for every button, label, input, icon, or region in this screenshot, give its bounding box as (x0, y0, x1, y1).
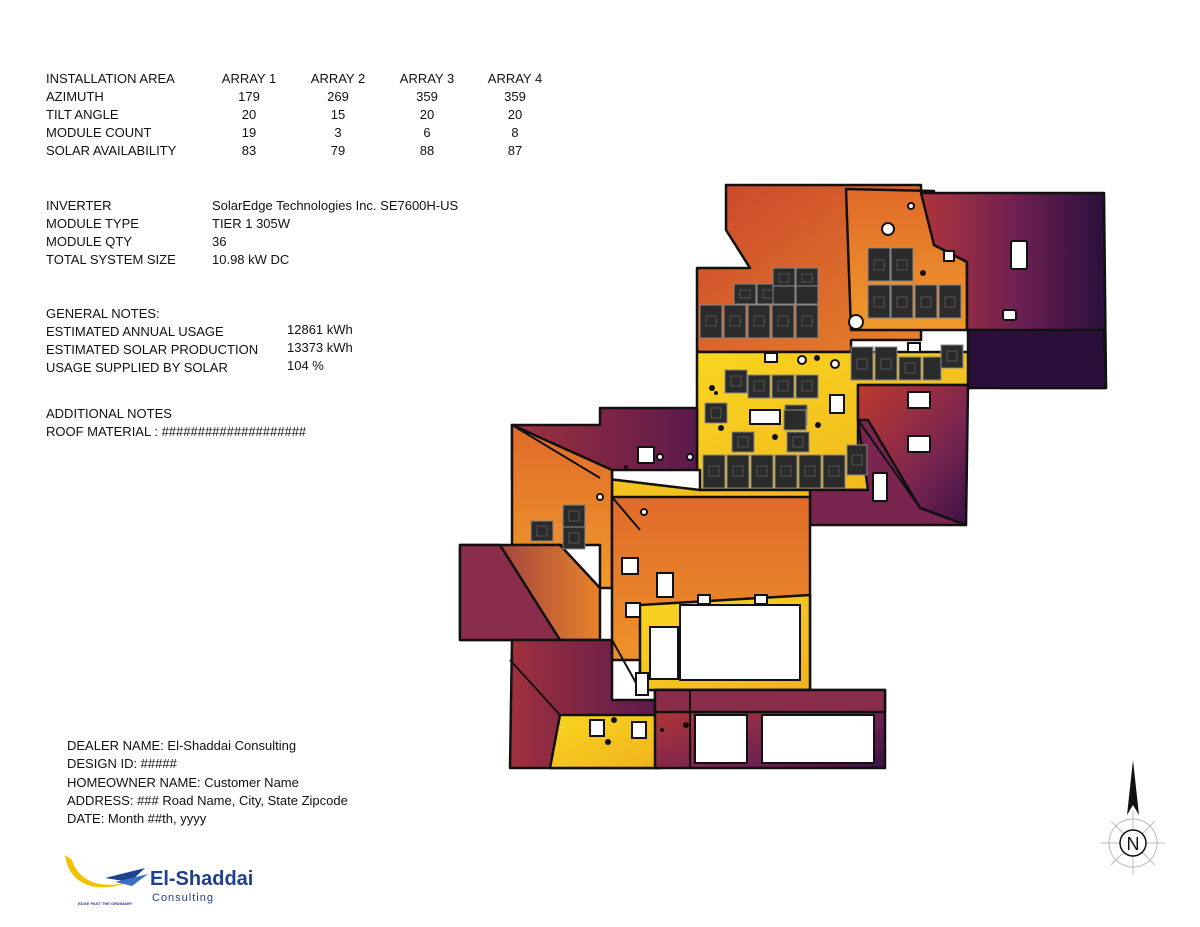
table-header-array1: ARRAY 1 (221, 71, 277, 86)
cell: 6 (423, 125, 431, 140)
row-label-tilt: TILT ANGLE (46, 107, 119, 122)
vent (907, 342, 921, 353)
logo-subtitle: Consulting (152, 892, 214, 904)
vent (754, 594, 768, 605)
dealer-name: DEALER NAME: El-Shaddai Consulting (67, 738, 297, 753)
spec-label: INVERTER (46, 198, 112, 213)
date: DATE: Month ##th, yyyy (67, 811, 207, 826)
vent-pipe (797, 355, 807, 365)
cell: 359 (504, 89, 526, 104)
vent-pipe (881, 222, 895, 236)
logo-name: El-Shaddai (150, 868, 254, 890)
spec-label: MODULE QTY (46, 234, 132, 249)
el-shaddai-logo-icon (65, 855, 148, 888)
logo-tagline: EDGE PAST THE ORDINARY (78, 901, 133, 906)
cell: 83 (241, 143, 257, 158)
note-label: ESTIMATED SOLAR PRODUCTION (46, 342, 259, 357)
spec-label: MODULE TYPE (46, 216, 139, 231)
vent (829, 394, 845, 414)
compass-label: N (1127, 834, 1140, 854)
spec-value: SolarEdge Technologies Inc. SE7600H-US (212, 198, 459, 213)
row-label-solar-availability: SOLAR AVAILABILITY (46, 143, 177, 158)
skylight (907, 391, 931, 409)
vent-pipe (656, 453, 664, 461)
skylight (907, 435, 931, 453)
table-header-array2: ARRAY 2 (310, 71, 366, 86)
vent (631, 721, 647, 739)
vent (764, 352, 778, 363)
vent (943, 250, 955, 262)
note-label: USAGE SUPPLIED BY SOLAR (46, 360, 228, 375)
cell: 87 (507, 143, 523, 158)
vent (697, 594, 711, 605)
spec-value: 10.98 kW DC (212, 252, 290, 267)
roof-plane-east-shadow (966, 328, 1108, 390)
skylight (872, 472, 888, 502)
vent (625, 602, 641, 618)
vent-pipe (907, 202, 915, 210)
vent (589, 719, 605, 737)
table-header-area: INSTALLATION AREA (46, 71, 175, 86)
north-arrow-icon: N (1101, 760, 1165, 875)
cell: 179 (238, 89, 260, 104)
vent (621, 557, 639, 575)
flat-roof-porch-east (761, 714, 875, 764)
cell: 359 (416, 89, 438, 104)
flat-roof-porch (694, 714, 748, 764)
vent-pipe (830, 359, 840, 369)
spec-value: 36 (212, 234, 227, 249)
table-header-array3: ARRAY 3 (399, 71, 455, 86)
vent-pipe (640, 508, 648, 516)
row-label-azimuth: AZIMUTH (46, 89, 104, 104)
cell: 20 (419, 107, 435, 122)
skylight (749, 409, 781, 425)
vent-pipe (848, 314, 864, 330)
general-notes-title: GENERAL NOTES: (46, 306, 160, 321)
vent (637, 446, 655, 464)
flat-roof-garage (679, 604, 801, 681)
cell: 79 (330, 143, 346, 158)
row-label-module-count: MODULE COUNT (46, 125, 152, 140)
vent-pipe (686, 453, 694, 461)
additional-notes-title: ADDITIONAL NOTES (46, 406, 172, 421)
cell: 8 (511, 125, 519, 140)
skylight (1010, 240, 1028, 270)
roof-material: ROOF MATERIAL : #################### (46, 424, 307, 439)
note-value: 12861 kWh (287, 322, 353, 337)
vent (1002, 309, 1017, 321)
cell: 20 (241, 107, 257, 122)
cell: 15 (330, 107, 346, 122)
note-label: ESTIMATED ANNUAL USAGE (46, 324, 224, 339)
cell: 3 (334, 125, 342, 140)
cell: 269 (327, 89, 349, 104)
note-value: 104 % (287, 358, 324, 373)
solar-modules (530, 247, 964, 550)
address: ADDRESS: ### Road Name, City, State Zipc… (67, 793, 348, 808)
vent (635, 672, 649, 696)
cell: 19 (241, 125, 257, 140)
spec-value: TIER 1 305W (212, 216, 291, 231)
cell: 88 (419, 143, 435, 158)
vent-pipe (596, 493, 604, 501)
note-value: 13373 kWh (287, 340, 353, 355)
cell: 20 (507, 107, 523, 122)
homeowner-name: HOMEOWNER NAME: Customer Name (67, 775, 299, 790)
table-header-array4: ARRAY 4 (487, 71, 543, 86)
chimney (656, 572, 674, 598)
flat-roof-patio (649, 626, 679, 680)
design-id: DESIGN ID: ##### (67, 756, 177, 771)
spec-label: TOTAL SYSTEM SIZE (46, 252, 176, 267)
